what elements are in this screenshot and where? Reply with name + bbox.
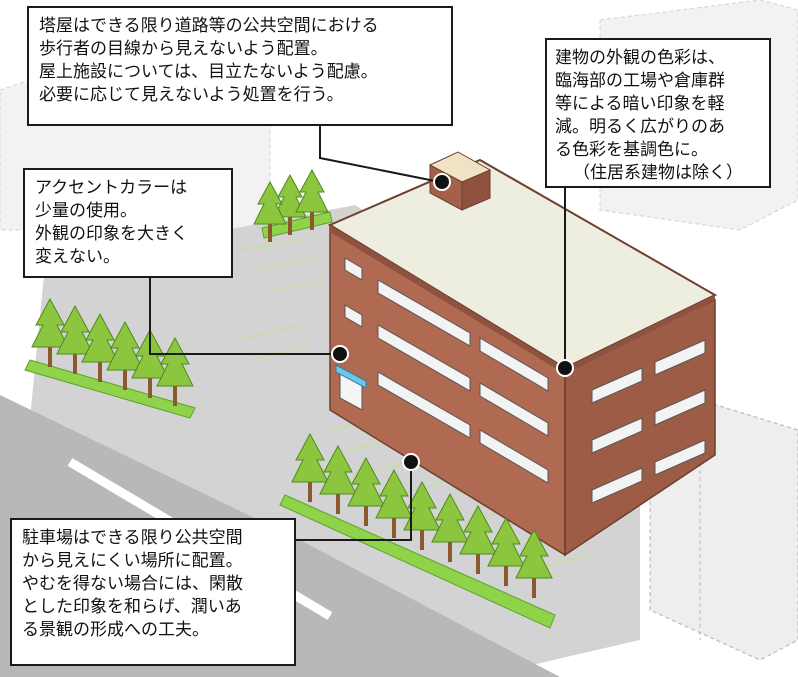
tree bbox=[291, 432, 329, 502]
callout-line: 塔屋はできる限り道路等の公共空間における bbox=[39, 16, 379, 36]
callout-line: 等による暗い印象を軽 bbox=[555, 94, 725, 114]
tree bbox=[56, 304, 94, 374]
callout-rooftop-tower: 塔屋はできる限り道路等の公共空間における 歩行者の目線から見えないよう配置。 屋… bbox=[27, 6, 453, 126]
leader-dot-parking bbox=[402, 453, 420, 471]
trees bbox=[31, 168, 553, 598]
tree bbox=[347, 456, 385, 526]
callout-line: やむを得ない場合には、閑散 bbox=[22, 574, 243, 594]
tree bbox=[375, 468, 413, 538]
leader-parking bbox=[296, 462, 412, 541]
leader-lines bbox=[149, 126, 566, 541]
grass-strip-left bbox=[24, 359, 196, 419]
leader-dots bbox=[331, 173, 574, 471]
callout-line: 駐車場はできる限り公共空間 bbox=[22, 528, 243, 548]
leader-tower bbox=[319, 126, 441, 183]
callout-line: る色彩を基調色に。 bbox=[555, 140, 708, 160]
callout-line: アクセントカラーは bbox=[35, 178, 188, 198]
callout-exterior-color: 建物の外観の色彩は、 臨海部の工場や倉庫群 等による暗い印象を軽 減。明るく広が… bbox=[545, 38, 771, 188]
callout-line: 必要に応じて見えないよう処置を行う。 bbox=[39, 85, 344, 105]
windows-right-facade bbox=[591, 339, 706, 504]
entrance bbox=[335, 364, 367, 411]
tree bbox=[515, 528, 553, 598]
callout-line: （住居系建物は除く） bbox=[573, 163, 743, 183]
tree bbox=[31, 297, 69, 367]
callout-accent-color: アクセントカラーは 少量の使用。 外観の印象を大きく 変えない。 bbox=[23, 168, 233, 278]
callout-line: とした印象を和らげ、潤いあ bbox=[22, 597, 242, 617]
leader-dot-color bbox=[556, 359, 574, 377]
callout-line: 屋上施設については、目立たないよう配慮。 bbox=[39, 62, 378, 82]
tree bbox=[459, 504, 497, 574]
grass-strip-right bbox=[279, 494, 556, 629]
callout-parking: 駐車場はできる限り公共空間 から見えにくい場所に配置。 やむを得ない場合には、閑… bbox=[10, 518, 296, 666]
windows-left-facade bbox=[344, 257, 549, 484]
callout-line: る景観の形成への工夫。 bbox=[22, 620, 209, 640]
tree bbox=[403, 480, 441, 550]
callout-line: 建物の外観の色彩は、 bbox=[555, 48, 725, 68]
tree bbox=[253, 180, 287, 242]
callout-line: 外観の印象を大きく bbox=[35, 224, 188, 244]
leader-accent bbox=[149, 278, 340, 355]
grass-strip-top bbox=[261, 211, 333, 239]
callout-line: 少量の使用。 bbox=[35, 201, 137, 221]
callout-line: 臨海部の工場や倉庫群 bbox=[555, 71, 725, 91]
roof-tower-top bbox=[428, 151, 492, 183]
callout-line: 減。明るく広がりのあ bbox=[555, 117, 725, 137]
tree bbox=[487, 516, 525, 586]
tree bbox=[81, 312, 119, 382]
roof-parapet bbox=[330, 225, 715, 374]
tree bbox=[295, 168, 329, 230]
tree bbox=[156, 336, 194, 406]
callout-line: から見えにくい場所に配置。 bbox=[22, 551, 243, 571]
tree bbox=[319, 444, 357, 514]
callout-line: 歩行者の目線から見えないよう配置。 bbox=[39, 39, 328, 59]
tree bbox=[431, 492, 469, 562]
tree bbox=[273, 173, 307, 235]
callout-line: 変えない。 bbox=[35, 247, 120, 267]
tree bbox=[106, 320, 144, 390]
leader-dot-accent bbox=[331, 345, 349, 363]
leader-dot-tower bbox=[433, 173, 451, 191]
